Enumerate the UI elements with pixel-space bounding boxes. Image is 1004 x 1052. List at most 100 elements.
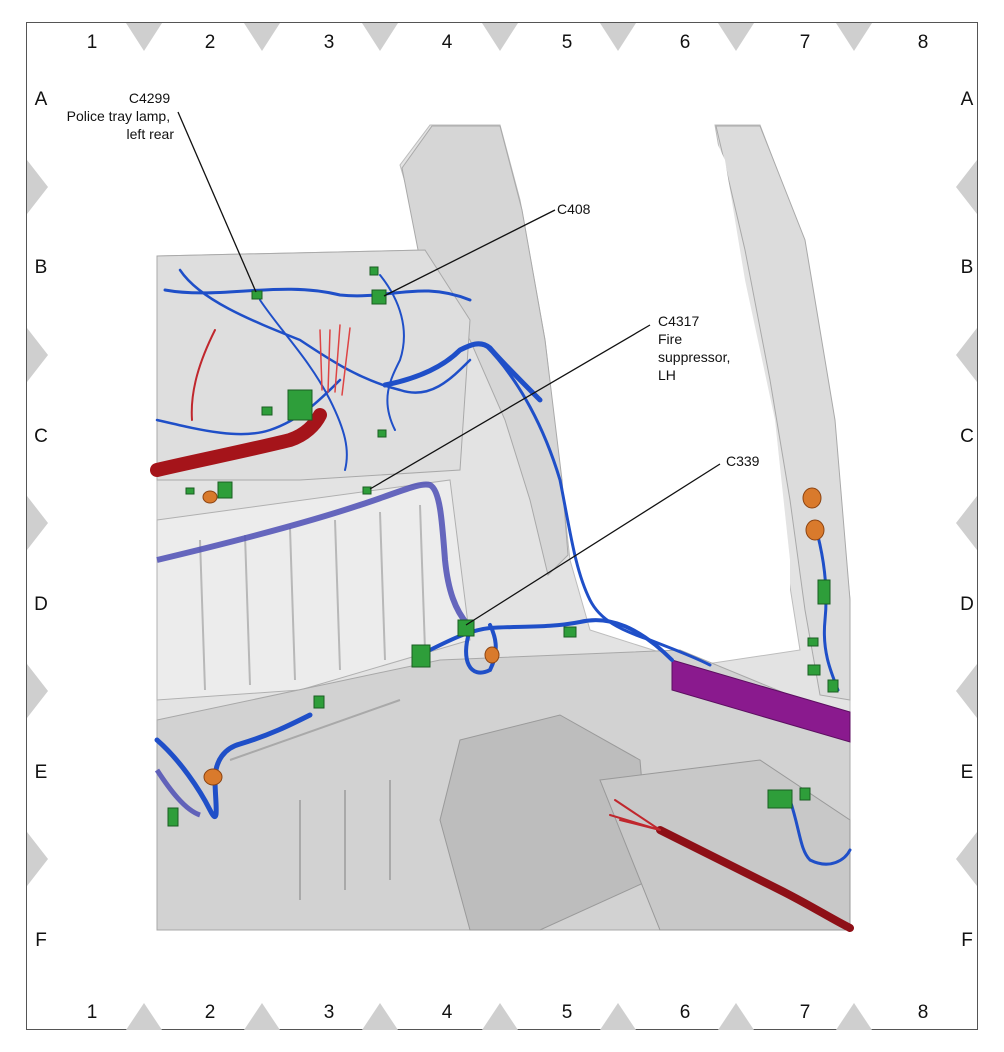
row-label-a: A [960, 89, 974, 110]
harness-loop-3 [379, 274, 405, 431]
row-label-b: B [34, 257, 48, 278]
right-marker [956, 832, 977, 886]
left-marker [27, 664, 48, 718]
callout-c408-line: C408 [557, 201, 591, 217]
connector [799, 787, 811, 801]
connector [167, 807, 179, 827]
left-marker [27, 496, 48, 550]
col-label-1: 1 [86, 1002, 98, 1023]
harness-floor-loop [464, 623, 498, 675]
harness-pillar-down [483, 343, 712, 667]
window-opening [520, 128, 790, 660]
connector-c4317 [362, 486, 372, 495]
row-label-d: D [34, 594, 48, 615]
package-shelf [156, 249, 471, 481]
row-label-b: B [960, 257, 974, 278]
col-label-5: 5 [561, 1002, 573, 1023]
connector [313, 695, 325, 709]
leader-c4317 [369, 324, 651, 490]
top-marker [126, 23, 162, 51]
callout-c4299-line: C4299 [129, 90, 170, 106]
leader-c339 [465, 463, 721, 626]
connector [217, 481, 233, 499]
left-marker [27, 160, 48, 214]
callout-c4317-line: suppressor, [658, 349, 730, 365]
connectors [167, 266, 839, 827]
callout-c339: C339 [726, 453, 760, 469]
grommet [203, 768, 223, 786]
floor-ribs [229, 699, 401, 900]
bottom-marker [600, 1003, 636, 1030]
callout-c4317: C4317 Fire suppressor, LH [658, 313, 734, 383]
border-markers [27, 23, 977, 1030]
red-harness-floor [656, 826, 854, 932]
col-label-6: 6 [679, 32, 691, 53]
right-marker [956, 496, 977, 550]
callout-c4317-line: C4317 [658, 313, 699, 329]
seat-back [156, 479, 471, 701]
seat-low-harness [154, 768, 201, 818]
connector-c408 [371, 289, 387, 305]
red-harness-bundle [150, 408, 327, 477]
connector [563, 626, 577, 638]
top-marker [718, 23, 754, 51]
right-marker [956, 160, 977, 214]
row-label-e: E [34, 762, 48, 783]
col-label-5: 5 [561, 32, 573, 53]
connector [767, 789, 793, 809]
bottom-marker [362, 1003, 398, 1030]
grommet [805, 519, 825, 541]
callout-c4299: C4299 Police tray lamp, left rear [67, 90, 175, 142]
connector [411, 644, 431, 668]
grommet [202, 490, 218, 504]
bottom-marker [718, 1003, 754, 1030]
col-label-4: 4 [441, 1002, 453, 1023]
callout-c4317-line: LH [658, 367, 676, 383]
seat-ribs [199, 504, 426, 691]
top-marker [482, 23, 518, 51]
col-label-3: 3 [323, 32, 335, 53]
row-label-c: C [960, 426, 974, 447]
red-harness [150, 324, 854, 932]
bottom-marker [836, 1003, 872, 1030]
row-label-d: D [960, 594, 974, 615]
grommet [802, 487, 822, 509]
leader-c408 [383, 209, 556, 297]
grommet [484, 646, 500, 664]
harness-thick [382, 341, 543, 403]
vehicle-body-illustration [156, 124, 851, 931]
connector [377, 429, 387, 438]
connector [817, 579, 831, 605]
col-label-1: 1 [86, 32, 98, 53]
row-label-f: F [35, 930, 47, 951]
top-marker [244, 23, 280, 51]
top-marker [362, 23, 398, 51]
seat-top-harness [156, 481, 471, 627]
left-marker [27, 328, 48, 382]
callout-c4299-line: left rear [127, 126, 175, 142]
grommets [202, 487, 825, 786]
purple-trim-bar [671, 659, 851, 743]
callout-c339-line: C339 [726, 453, 760, 469]
harness-right-pillar [813, 523, 840, 692]
bottom-marker [244, 1003, 280, 1030]
left-marker [27, 832, 48, 886]
leader-lines [177, 111, 721, 626]
bottom-marker [126, 1003, 162, 1030]
col-label-7: 7 [799, 32, 811, 53]
callout-c4299-line: Police tray lamp, [67, 108, 170, 124]
d-pillar-right [715, 125, 851, 701]
harness-loop-2 [259, 299, 348, 471]
floor-well [439, 714, 651, 931]
col-label-6: 6 [679, 1002, 691, 1023]
connector [369, 266, 379, 276]
col-label-7: 7 [799, 1002, 811, 1023]
col-label-8: 8 [917, 1002, 929, 1023]
row-label-a: A [34, 89, 48, 110]
callout-c4317-line: Fire [658, 331, 682, 347]
connector [807, 664, 821, 676]
connector [287, 389, 313, 421]
col-label-3: 3 [323, 1002, 335, 1023]
connector-c4299 [251, 290, 263, 300]
